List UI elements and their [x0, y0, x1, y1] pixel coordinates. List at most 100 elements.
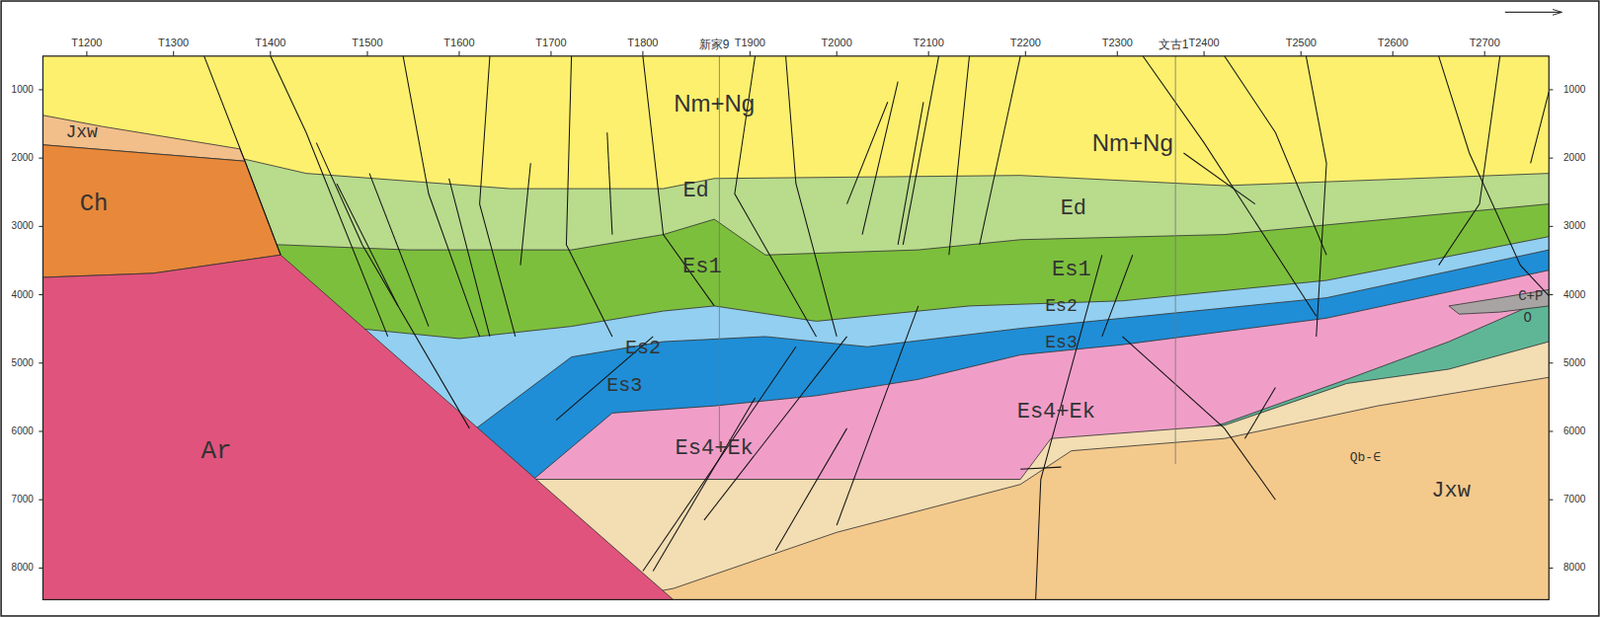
axis-tick — [38, 158, 43, 160]
axis-tick — [1548, 226, 1553, 228]
axis-tick — [1025, 51, 1027, 57]
direction-arrow — [1505, 11, 1562, 13]
section-tick: T1700 — [535, 37, 566, 49]
axis-tick — [836, 51, 838, 57]
fault-line — [652, 398, 755, 572]
depth-label: 7000 — [11, 494, 34, 505]
section-tick: T2500 — [1285, 37, 1317, 49]
formation-label: Es2 — [625, 338, 661, 359]
axis-tick — [550, 51, 552, 57]
depth-label: 4000 — [11, 290, 34, 301]
axis-tick — [1548, 430, 1553, 432]
fault-line — [565, 56, 612, 337]
well-trace — [1175, 56, 1177, 465]
axis-tick — [38, 88, 43, 90]
section-tick: T1400 — [254, 37, 286, 49]
fault-line — [1121, 336, 1276, 500]
es1-band — [42, 204, 1549, 601]
fault-line — [204, 56, 281, 255]
section-tick: T2700 — [1469, 37, 1501, 49]
formation-label: Es3 — [606, 376, 642, 397]
axis-tick — [38, 362, 43, 364]
fault-line — [1224, 56, 1327, 255]
axis-tick — [1392, 51, 1394, 57]
formation-label: Jxw — [65, 123, 97, 142]
axis-tick — [172, 51, 174, 57]
cp-lens — [1448, 289, 1549, 315]
fault-line — [402, 56, 480, 337]
fault-line — [1142, 56, 1317, 317]
ar-basement — [42, 254, 675, 600]
section-tick: T2100 — [913, 37, 945, 49]
depth-label: 2000 — [11, 153, 34, 163]
depth-label: 3000 — [1563, 221, 1586, 232]
formation-label: Es2 — [1044, 297, 1077, 316]
fault-line — [1102, 254, 1133, 337]
fault-line — [1036, 254, 1103, 600]
section-tick: T1300 — [158, 37, 189, 49]
depth-label: 8000 — [11, 562, 34, 573]
fault-line — [836, 306, 919, 526]
formation-label: Ed — [1060, 198, 1087, 221]
fault-line — [480, 56, 516, 337]
formation-label: Ch — [80, 192, 109, 217]
axis-tick — [1203, 51, 1205, 57]
section-tick: T2300 — [1102, 37, 1133, 49]
depth-label: 6000 — [1563, 426, 1586, 437]
well-name: 新家9 — [699, 38, 730, 51]
section-tick: T2600 — [1377, 37, 1409, 49]
axis-tick — [1548, 567, 1553, 569]
fault-line — [449, 178, 490, 337]
formation-label: O — [1522, 311, 1531, 325]
fault-line — [979, 56, 1021, 245]
section-tick: T2200 — [1010, 37, 1041, 49]
fault-line — [1530, 91, 1550, 163]
axis-tick — [38, 567, 43, 569]
section-frame — [42, 56, 1549, 601]
axis-tick — [1117, 51, 1119, 57]
es3-band — [42, 249, 1549, 600]
axis-tick — [928, 51, 930, 57]
axis-tick — [38, 430, 43, 432]
formation-label: Es1 — [682, 256, 722, 279]
axis-tick — [1548, 362, 1553, 364]
depth-label: 6000 — [11, 426, 34, 437]
fault-line — [336, 183, 399, 307]
depth-label: 5000 — [11, 358, 34, 369]
section-tick: T1200 — [71, 37, 102, 49]
axis-tick — [641, 51, 643, 57]
axis-tick — [749, 51, 751, 57]
section-tick: T1600 — [443, 37, 475, 49]
section-tick: T1800 — [627, 37, 658, 49]
depth-label: 4000 — [1563, 290, 1586, 301]
fault-line — [775, 428, 847, 552]
formation-label: Es3 — [1044, 333, 1077, 352]
fault-line — [520, 162, 531, 265]
section-tick: T1900 — [734, 37, 766, 49]
section-tick: T2000 — [821, 37, 853, 49]
fault-line — [902, 56, 939, 245]
fault-line — [1183, 153, 1255, 205]
formation-label: Es4+Ek — [1017, 401, 1096, 424]
fault-line — [270, 56, 389, 337]
fault-line — [607, 132, 613, 235]
depth-label: 3000 — [11, 221, 34, 232]
es2-band — [42, 237, 1549, 601]
axis-tick — [366, 51, 368, 57]
depth-label: 1000 — [1563, 84, 1586, 95]
fault-line — [1305, 56, 1327, 337]
fault-line — [862, 81, 898, 236]
fault-line — [316, 143, 470, 429]
depth-label: 2000 — [1563, 153, 1586, 163]
depth-label: 7000 — [1563, 494, 1586, 505]
axis-tick — [1484, 51, 1486, 57]
depth-label: 8000 — [1563, 562, 1586, 573]
axis-tick — [1548, 294, 1553, 296]
axis-tick — [1548, 88, 1553, 90]
fault-line — [897, 101, 924, 245]
formation-label: Es4+Ek — [675, 438, 754, 461]
formation-label: Nm+Ng — [673, 91, 755, 116]
fault-line — [1439, 56, 1501, 266]
